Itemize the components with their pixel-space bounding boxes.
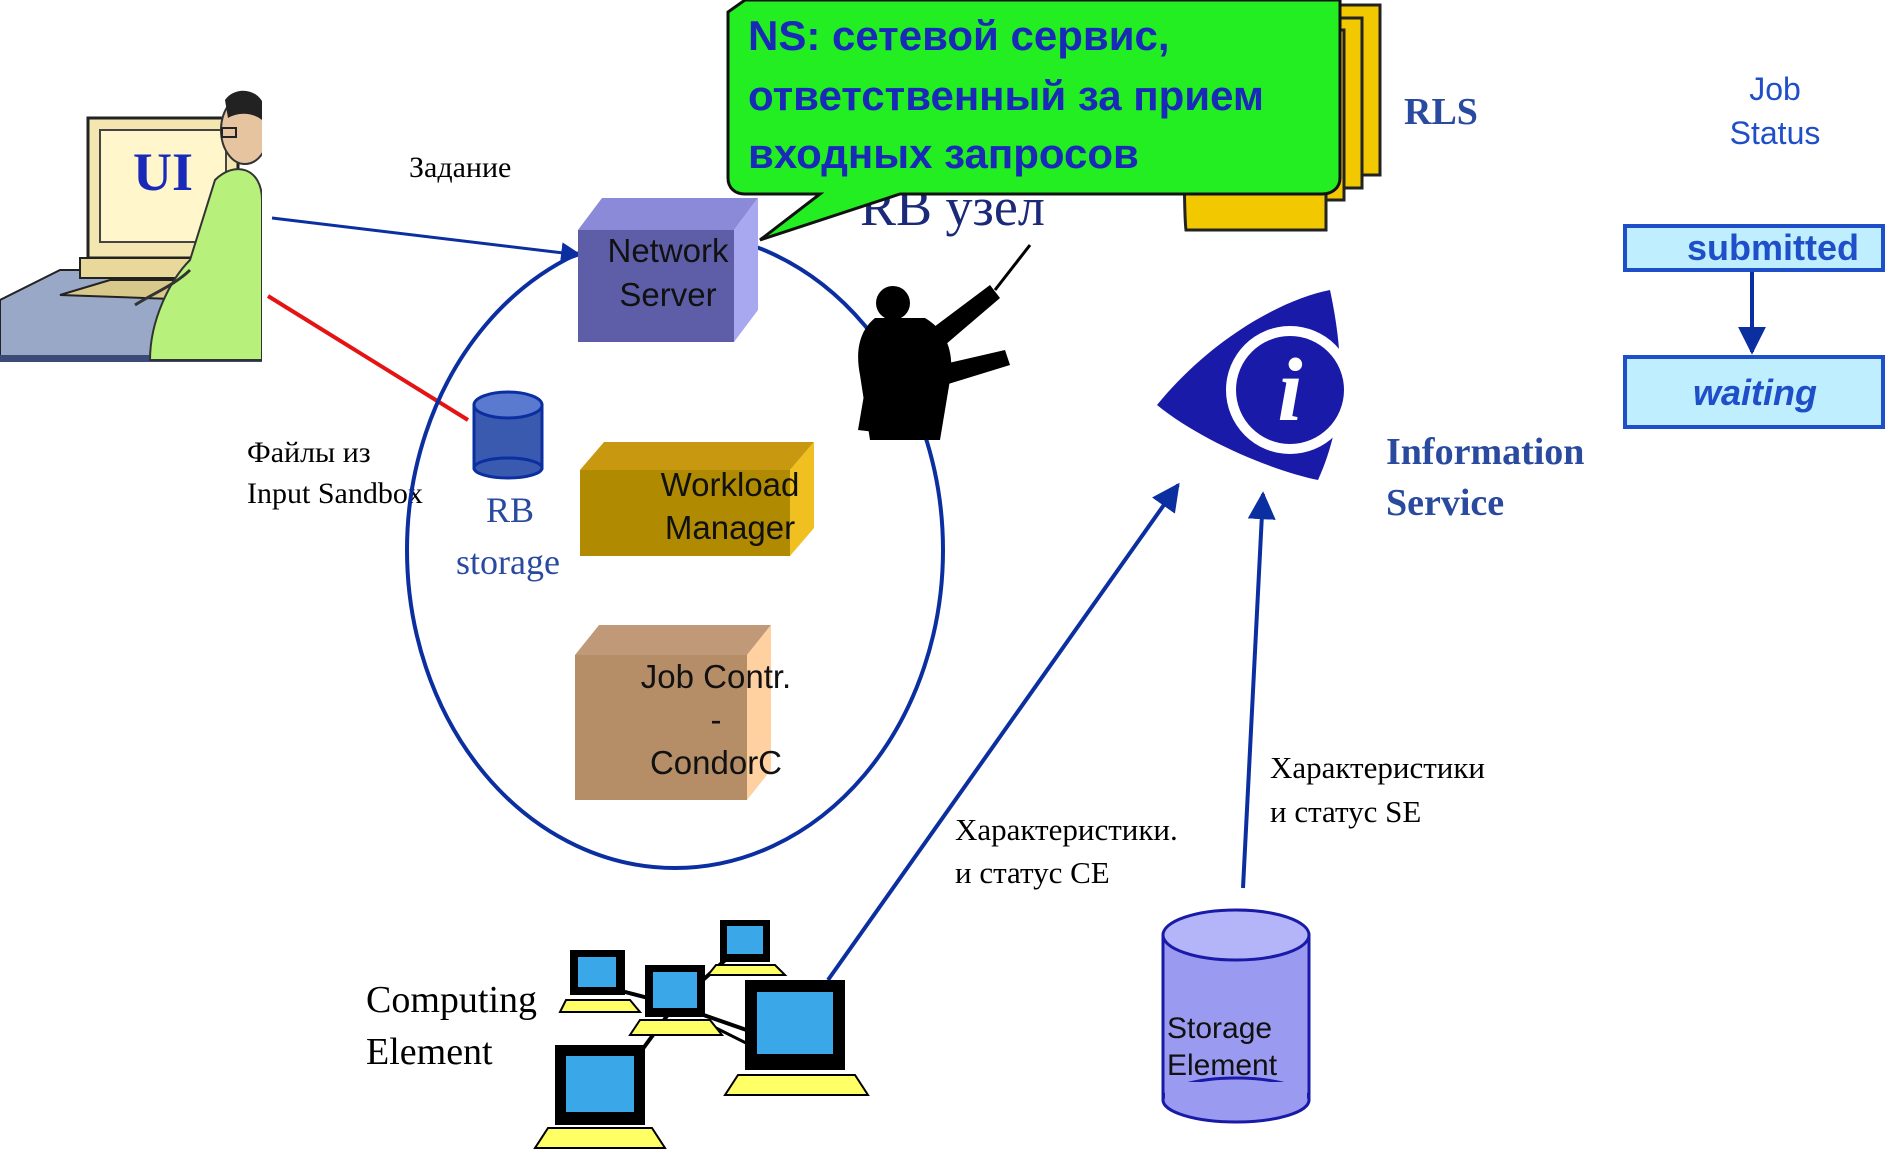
ce-status-label-line1: Характеристики. xyxy=(955,812,1178,847)
se-status-arrow xyxy=(1241,491,1276,889)
user-at-computer-icon xyxy=(0,80,282,370)
job-status-title-line1: Job xyxy=(1749,71,1801,107)
information-eye-icon: i xyxy=(1157,290,1354,480)
status-waiting-box xyxy=(1623,355,1885,429)
task-label: Задание xyxy=(409,151,511,184)
sandbox-label-line1: Файлы из xyxy=(247,436,371,469)
job-contr-label-line2: - xyxy=(711,701,722,738)
rb-storage-label-line1: RB xyxy=(486,490,534,530)
se-status-label-line2: и статус SE xyxy=(1270,794,1421,829)
job-contr-label-line3: CondorC xyxy=(650,744,782,781)
computer-network-icon xyxy=(533,920,870,1149)
ns-callout xyxy=(726,0,1342,242)
ce-status-label-line2: и статус CE xyxy=(955,855,1110,890)
workload-manager-label-line2: Manager xyxy=(665,509,795,546)
network-server-label-line2: Server xyxy=(619,276,716,313)
ns-callout-line3: входных запросов xyxy=(748,130,1139,177)
ce-label-line2: Element xyxy=(366,1031,493,1073)
job-status-title-line2: Status xyxy=(1730,115,1821,151)
info-service-label-line2: Service xyxy=(1386,482,1504,524)
rb-storage-icon xyxy=(472,390,544,480)
rls-label: RLS xyxy=(1404,91,1478,133)
info-service-label-line1: Information xyxy=(1386,431,1584,473)
se-label-line2: Element xyxy=(1167,1049,1278,1082)
network-server-label-line1: Network xyxy=(607,232,729,269)
job-contr-label-line1: Job Contr. xyxy=(641,658,791,695)
conductor-icon xyxy=(858,244,1032,440)
workload-manager-label-line1: Workload xyxy=(661,466,800,503)
storage-element-icon xyxy=(1161,908,1311,1124)
ce-status-arrow xyxy=(826,482,1180,982)
status-waiting-label: waiting xyxy=(1693,372,1817,413)
input-sandbox-line xyxy=(266,294,470,422)
network-server-box xyxy=(578,198,758,342)
ns-callout-line2: ответственный за прием xyxy=(748,72,1264,119)
svg-text:i: i xyxy=(1277,341,1302,440)
se-label-line1: Storage xyxy=(1167,1012,1272,1045)
ce-label-line1: Computing xyxy=(366,979,537,1021)
status-submitted-label: submitted xyxy=(1687,227,1859,268)
se-status-label-line1: Характеристики xyxy=(1270,750,1485,785)
task-arrow xyxy=(271,216,583,264)
status-submitted-box xyxy=(1623,224,1885,272)
job-controller-box xyxy=(575,625,771,800)
workload-manager-box xyxy=(580,442,814,556)
sandbox-label-line2: Input Sandbox xyxy=(247,477,423,510)
ns-callout-line1: NS: сетевой сервис, xyxy=(748,12,1170,59)
rb-storage-label-line2: storage xyxy=(456,542,560,582)
ui-label: UI xyxy=(133,142,193,202)
